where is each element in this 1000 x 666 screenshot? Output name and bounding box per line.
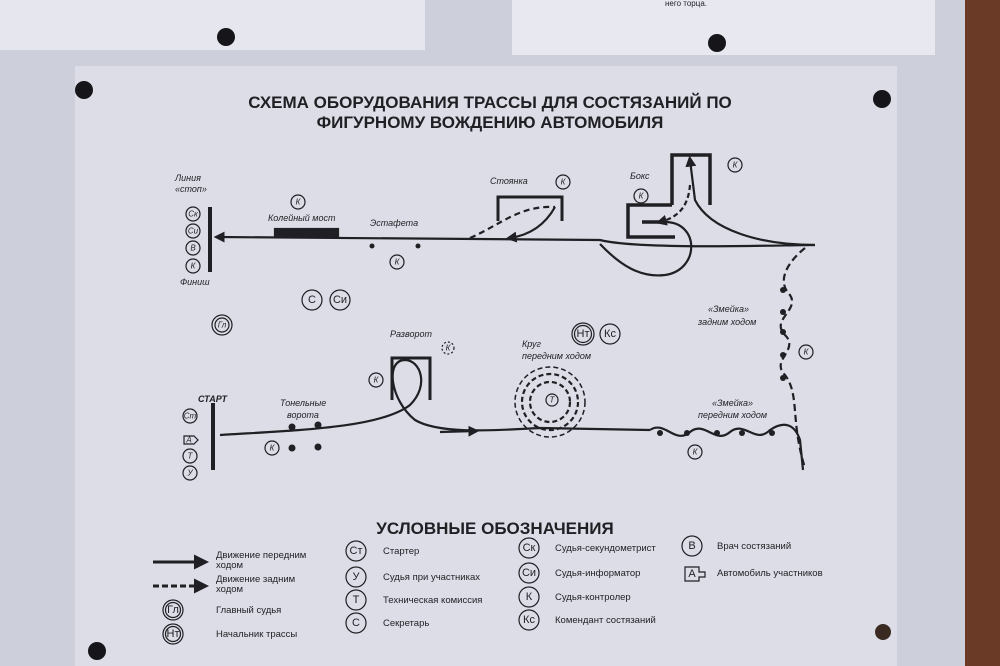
controller-mark: К xyxy=(446,344,452,353)
legend-code: Гл xyxy=(167,604,179,616)
legend-label: Комендант состязаний xyxy=(555,615,656,626)
cones xyxy=(288,243,786,452)
push-pins xyxy=(75,28,891,660)
legend-label: Начальник трассы xyxy=(216,629,297,640)
finish-mark-si: Си xyxy=(188,227,199,236)
legend-forward-2: ходом xyxy=(216,560,243,571)
legend-code: К xyxy=(526,591,533,603)
parking-label: Стоянка xyxy=(490,176,528,186)
tunnel-gates-label-1: Тонельные xyxy=(280,398,326,408)
box-entry xyxy=(685,155,816,247)
finish-label: Финиш xyxy=(180,277,210,287)
rut-bridge xyxy=(273,227,340,238)
finish-mark-k: К xyxy=(191,262,197,271)
informer-mark: Си xyxy=(333,294,347,306)
snake-reverse-path xyxy=(779,247,807,469)
snake-forward-label-1: «Змейка» xyxy=(712,398,753,408)
controller-mark: К xyxy=(270,444,276,453)
finish-mark-sk: Ск xyxy=(188,210,199,219)
title-line-1: СХЕМА ОБОРУДОВАНИЯ ТРАССЫ ДЛЯ СОСТЯЗАНИЙ… xyxy=(248,93,732,112)
start-mark-st: Ст xyxy=(184,412,197,421)
controller-mark: К xyxy=(639,192,645,201)
circle-label-1: Круг xyxy=(522,339,542,349)
legend-label: Врач состязаний xyxy=(717,541,791,552)
controller-mark: К xyxy=(693,448,699,457)
parking-reverse xyxy=(469,205,556,240)
course-chief-mark: Нт xyxy=(577,328,590,340)
legend-symbols xyxy=(153,535,706,645)
circle-outer xyxy=(514,366,586,438)
start-mark-u: У xyxy=(186,469,193,478)
legend-label: Стартер xyxy=(383,546,419,557)
track-drawing xyxy=(208,153,816,471)
bottom-track xyxy=(219,358,651,437)
start-mark-car: А xyxy=(185,436,191,445)
top-left-sheet xyxy=(0,0,425,50)
snake-forward-path xyxy=(649,423,805,471)
legend-reverse-1: Движение задним xyxy=(216,574,295,585)
controller-mark: К xyxy=(395,258,401,267)
legend-code: А xyxy=(688,568,696,580)
legend-code: Т xyxy=(353,594,360,606)
secretary-mark: С xyxy=(308,294,316,306)
stop-line-label-2: «стоп» xyxy=(175,184,207,194)
controller-mark: К xyxy=(296,198,302,207)
legend-code: У xyxy=(353,571,361,583)
snake-reverse-label-2: задним ходом xyxy=(697,317,756,327)
box-exit xyxy=(599,220,693,277)
legend-code: Си xyxy=(522,567,536,579)
u-turn-label: Разворот xyxy=(390,329,433,339)
controller-mark: К xyxy=(374,376,380,385)
legend-forward-1: Движение передним xyxy=(216,550,306,561)
controller-mark: К xyxy=(561,178,567,187)
legend-code: С xyxy=(352,617,360,629)
legend-label: Судья-секундометрист xyxy=(555,543,656,554)
commandant-mark: Кс xyxy=(604,328,616,340)
legend-reverse-2: ходом xyxy=(216,584,243,595)
legend-label: Автомобиль участников xyxy=(717,568,823,579)
box-label: Бокс xyxy=(630,171,650,181)
legend-code: Нт xyxy=(167,628,180,640)
legend-label: Судья-информатор xyxy=(555,568,640,579)
chief-judge-mark: Гл xyxy=(218,321,227,330)
circle-mid xyxy=(520,372,580,432)
circle-center-mark: Т xyxy=(550,396,556,405)
controller-mark: К xyxy=(733,161,739,170)
parking-forward xyxy=(505,206,556,243)
legend-title: УСЛОВНЫЕ ОБОЗНАЧЕНИЯ xyxy=(376,519,613,538)
legend-code: В xyxy=(688,540,695,552)
snake-forward-label-2: передним ходом xyxy=(698,410,767,420)
wood-frame xyxy=(965,0,1000,666)
parking-bay xyxy=(496,195,564,221)
legend-code: Ск xyxy=(523,542,536,554)
legend-code: Кс xyxy=(523,614,535,626)
circle-label-2: передним ходом xyxy=(522,351,591,361)
u-turn-bay xyxy=(390,356,432,400)
legend-label: Судья при участниках xyxy=(383,572,480,583)
box-reverse xyxy=(655,184,692,226)
stop-line-label-1: Линия xyxy=(174,173,201,183)
title-line-2: ФИГУРНОМУ ВОЖДЕНИЮ АВТОМОБИЛЯ xyxy=(317,113,664,132)
rut-bridge-label: Колейный мост xyxy=(268,213,336,223)
legend-label: Техническая комиссия xyxy=(383,595,482,606)
controller-mark: К xyxy=(804,348,810,357)
legend-label: Главный судья xyxy=(216,605,281,616)
legend-label: Секретарь xyxy=(383,618,429,629)
diagram-sheet xyxy=(75,66,897,666)
tunnel-gates-label-2: ворота xyxy=(287,410,319,420)
circle-inner xyxy=(528,380,572,424)
finish-mark-v: В xyxy=(190,244,196,253)
relay-label: Эстафета xyxy=(370,218,418,228)
snake-reverse-label-1: «Змейка» xyxy=(708,304,749,314)
top-notice-text: него торца. xyxy=(665,0,707,8)
legend-code: Ст xyxy=(350,545,363,557)
legend-label: Судья-контролер xyxy=(555,592,631,603)
start-mark-t: Т xyxy=(188,452,194,461)
start-label: СТАРТ xyxy=(198,394,228,404)
